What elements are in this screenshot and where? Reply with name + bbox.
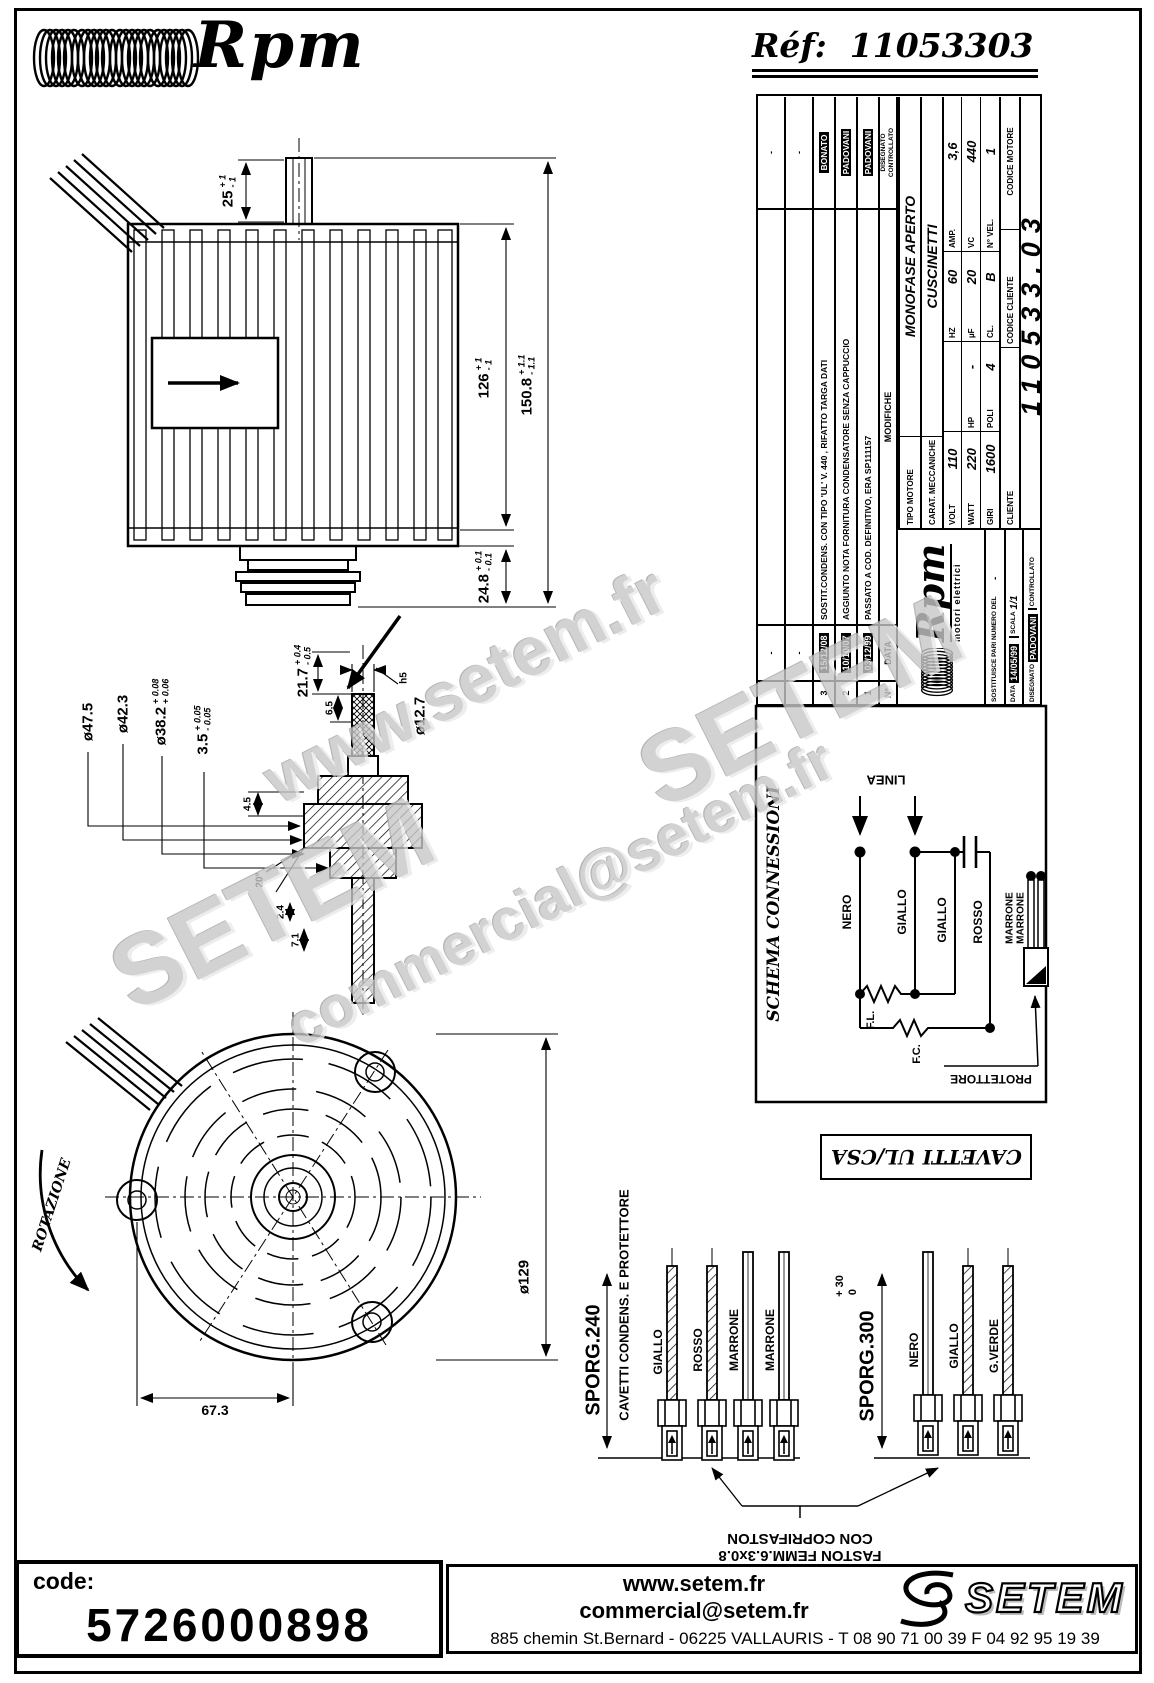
revision-row: - - (786, 97, 814, 704)
code-label: code: (33, 1568, 95, 1594)
lead-wires (65, 1017, 183, 1111)
sostituisce-row: SOSTITUISCE PARI NUMERO DEL - (984, 530, 1004, 704)
rpm-coil-logo-icon (32, 28, 200, 88)
cable-label-gverde: G.VERDE (987, 1318, 1001, 1374)
fc-label: F.C. (911, 1044, 923, 1064)
marrone-label-a: MARRONE (1004, 892, 1016, 944)
dim-21-7: 21.7+ 0.4- 0.5 (292, 644, 313, 698)
dim-shaft-length: 25+ 1- 1 (217, 174, 238, 208)
shaft-detail-view (303, 645, 423, 1015)
cable-label-marrone-2: MARRONE (763, 1309, 777, 1371)
revision-row: - - (758, 97, 786, 704)
marrone-label-b: MARRONE (1015, 892, 1027, 944)
motor-side-view (49, 138, 460, 606)
tipo-motore-row: TIPO MOTORE MONOFASE APERTO (898, 97, 920, 528)
sporg-300-tol-minus: 0 (847, 1288, 859, 1296)
cable-label-marrone-1: MARRONE (727, 1309, 741, 1371)
rpm-brand-logo: Rpm (194, 8, 366, 83)
detail-dimension-lines (87, 651, 399, 952)
footer-email: commercial@setem.fr (579, 1598, 809, 1623)
dim-diameter-129: ø129 (515, 1259, 533, 1295)
setem-logo: SETEM (889, 1567, 1139, 1629)
sporg-300-label: SPORG.300 (856, 1310, 879, 1422)
disegnato-row: DISEGNATO PADOVANI CONTROLLATO (1022, 530, 1041, 704)
dim-4-5: 4.5 (242, 797, 254, 811)
ref-value: 11053303 (849, 26, 1034, 65)
dim-diameter-38-2: ø38.2+ 0.08+ 0.06 (150, 678, 171, 746)
dim-diameter-42-3: ø42.3 (114, 694, 132, 734)
sheet-border (14, 8, 1142, 1674)
cable-label-giallo: GIALLO (651, 1329, 665, 1375)
faston-note: FASTON FEMM.6.3x0.8 CON COPRIFASTON (718, 1530, 881, 1564)
dim-stator-length: 126+ 1- 1 (473, 357, 494, 399)
setem-logo-text: SETEM (964, 1573, 1125, 1622)
cable-label-nero: NERO (907, 1332, 921, 1368)
ref-label: Réf: (752, 26, 827, 65)
code-value: 5726000898 (86, 1599, 372, 1651)
dim-67-3: 67.3 (201, 1402, 229, 1418)
carat-meccaniche-row: CARAT. MECCANICHE CUSCINETTI (920, 97, 942, 528)
sporg-240-sublabel: CAVETTI CONDENS. E PROTETTORE (616, 1189, 632, 1421)
footer-address: 885 chemin St.Bernard - 06225 VALLAURIS … (490, 1629, 1100, 1648)
section-pointer-arrow-icon (346, 614, 402, 690)
cable-label-giallo-2: GIALLO (947, 1323, 961, 1369)
wire-label-giallo-1: GIALLO (895, 889, 909, 935)
fl-label: F.L. (865, 1010, 877, 1030)
front-view-dimension-lines (136, 1033, 558, 1406)
motor-front-view (38, 1012, 558, 1406)
revision-row: 3 15/12/08 SOSTIT.CONDENS. CON TIPO 'UL'… (814, 97, 836, 704)
data-scala-row: DATA 14/05/99 SCALA 1/1 (1004, 530, 1022, 704)
sporg-300-tol-plus: + 30 (834, 1275, 846, 1297)
linea-label: LINEA (866, 772, 906, 788)
dim-3-5: 3.5+ 0.05- 0.05 (192, 705, 213, 755)
cable-detail (598, 1248, 1030, 1518)
connection-schematic (754, 704, 1049, 1104)
setem-swoosh-icon (900, 1570, 954, 1627)
contact-box: www.setem.fr commercial@setem.fr 885 che… (446, 1564, 1138, 1654)
sporg-240-label: SPORG.240 (582, 1304, 605, 1416)
code-box: code: 5726000898 (15, 1560, 443, 1658)
protettore-label: PROTETTORE (950, 1072, 1032, 1086)
wire-label-rosso: ROSSO (971, 900, 985, 944)
side-view-dimension-lines (238, 157, 556, 608)
wire-label-giallo-2: GIALLO (935, 897, 949, 943)
cavetti-ul-csa-box: CAVETTI UL/CSA (820, 1134, 1032, 1180)
reference-number: Réf: 11053303 (752, 26, 1038, 78)
codice-motore-value: 110533.03 (1016, 97, 1046, 528)
cavetti-ul-csa-label: CAVETTI UL/CSA (830, 1145, 1022, 1169)
cable-label-rosso: ROSSO (691, 1328, 705, 1372)
rotation-arrow-icon (38, 1149, 90, 1292)
dim-diameter-47-5: ø47.5 (79, 702, 97, 742)
faston-note-line1: FASTON FEMM.6.3x0.8 (718, 1547, 882, 1564)
wire-label-nero: NERO (840, 894, 854, 930)
dim-hub-length: 24.8+ 0.1- 0.1 (473, 550, 494, 604)
footer-website: www.setem.fr (622, 1571, 766, 1596)
mounting-ear (116, 1051, 396, 1343)
faston-note-line2: CON COPRIFASTON (727, 1530, 873, 1547)
dim-total-length: 150.8+ 1.1- 1.1 (516, 354, 537, 416)
